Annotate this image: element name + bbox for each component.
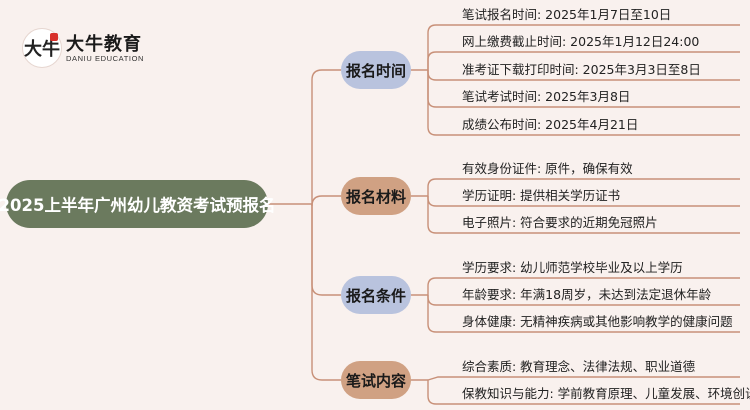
leaf-connector-1-2 <box>427 51 740 70</box>
root-node: 2025上半年广州幼儿教资考试预报名 <box>0 180 275 228</box>
leaf-item: 保教知识与能力: 学前教育原理、儿童发展、环境创设等 <box>462 386 750 401</box>
branch-node-1: 报名时间 <box>341 51 411 89</box>
logo-red-mark <box>50 33 58 41</box>
branch-connector-1 <box>311 69 341 204</box>
leaf-item: 电子照片: 符合要求的近期免冠照片 <box>462 215 658 230</box>
leaf-item: 准考证下载打印时间: 2025年3月3日至8日 <box>462 62 701 77</box>
branch-connector-3 <box>311 204 341 296</box>
leaf-item: 有效身份证件: 原件，确保有效 <box>462 161 633 176</box>
logo-seal-text: 大牛 <box>24 39 60 60</box>
leaf-item: 网上缴费截止时间: 2025年1月12日24:00 <box>462 34 700 49</box>
branch-node-3: 报名条件 <box>341 276 411 314</box>
leaf-connector-3-3 <box>427 295 740 333</box>
leaf-connector-4-2 <box>427 380 740 405</box>
brand-logo: 大牛 大牛教育 DANIU EDUCATION <box>22 28 162 70</box>
leaf-item: 学历证明: 提供相关学历证书 <box>462 188 621 203</box>
leaf-item: 笔试报名时间: 2025年1月7日至10日 <box>462 7 672 22</box>
leaf-item: 年龄要求: 年满18周岁，未达到法定退休年龄 <box>462 287 712 302</box>
leaf-item: 身体健康: 无精神疾病或其他影响教学的健康问题 <box>462 314 733 329</box>
leaf-item: 笔试考试时间: 2025年3月8日 <box>462 89 631 104</box>
branch-node-2: 报名材料 <box>341 177 411 215</box>
logo-subtitle: DANIU EDUCATION <box>66 54 145 63</box>
branch-connector-4 <box>311 204 341 381</box>
leaf-connector-4-1 <box>427 376 740 381</box>
leaf-item: 学历要求: 幼儿师范学校毕业及以上学历 <box>462 260 683 275</box>
branch-connector-2 <box>311 195 341 207</box>
leaf-item: 成绩公布时间: 2025年4月21日 <box>462 117 639 132</box>
leaf-connector-2-3 <box>427 196 740 234</box>
leaf-connector-2-1 <box>427 178 740 196</box>
branch-node-4: 笔试内容 <box>341 361 411 399</box>
leaf-connector-1-5 <box>427 70 740 136</box>
logo-name: 大牛教育 <box>66 34 142 55</box>
leaf-connector-3-1 <box>427 277 740 295</box>
leaf-item: 综合素质: 教育理念、法律法规、职业道德 <box>462 359 696 374</box>
leaf-connector-1-1 <box>427 24 740 70</box>
logo-seal-icon: 大牛 <box>22 28 62 68</box>
